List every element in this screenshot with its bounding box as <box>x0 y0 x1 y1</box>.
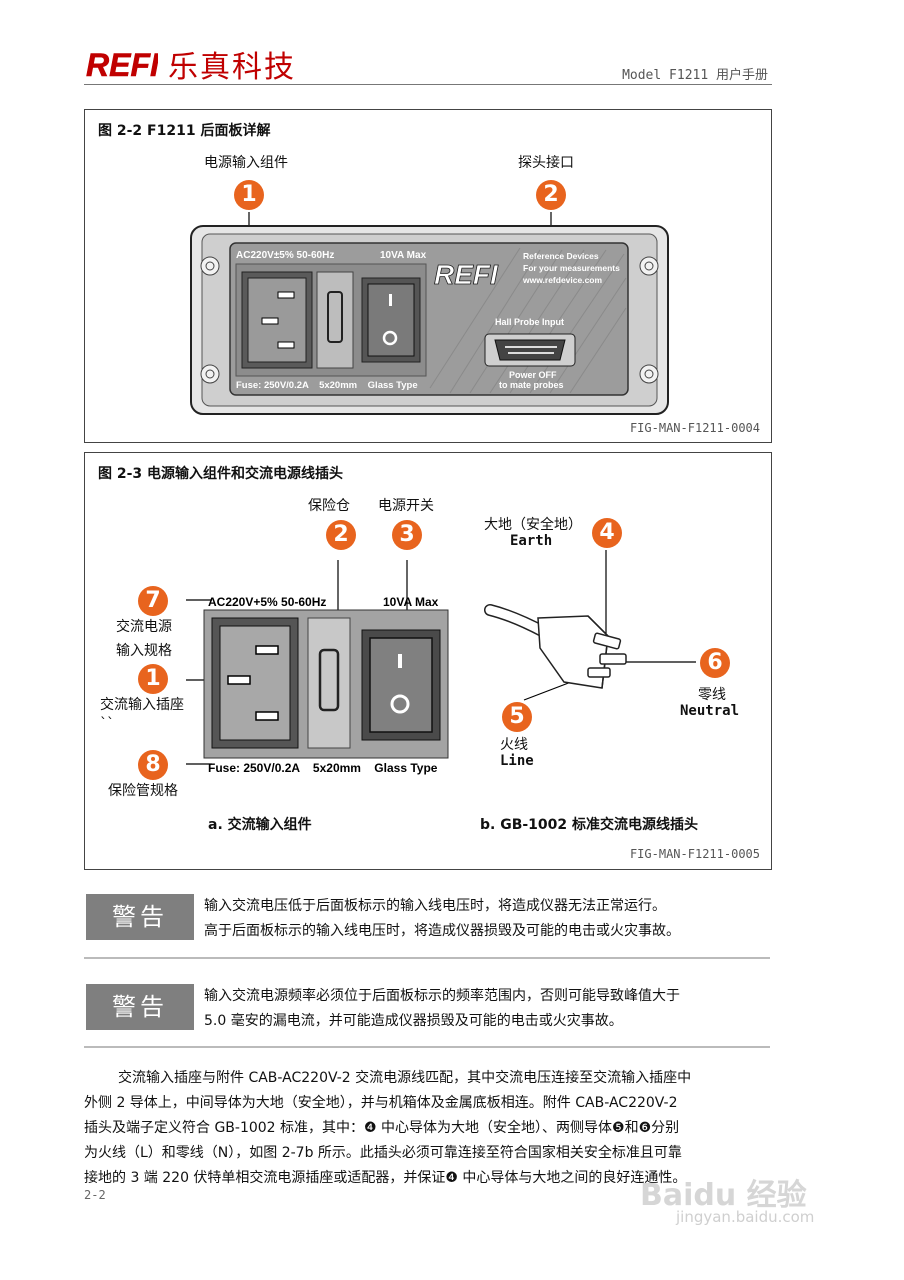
watermark-url: jingyan.baidu.com <box>676 1208 815 1226</box>
label-power-input: 电源输入组件 <box>204 155 288 171</box>
label-ticks: `` <box>100 716 114 732</box>
caption-gb1002-plug: b. GB-1002 标准交流电源线插头 <box>480 817 699 833</box>
label-neutral-en: Neutral <box>680 703 740 719</box>
badge-2: 2 <box>536 180 566 210</box>
paragraph-line: 接地的 3 端 220 伏特单相交流电源插座或适配器，并保证❹ 中心导体与大地之… <box>84 1170 687 1186</box>
label-ac-spec-2: 输入规格 <box>116 643 172 659</box>
badge-1: 1 <box>234 180 264 210</box>
badge-1: 1 <box>138 664 168 694</box>
badge-2: 2 <box>326 520 356 550</box>
paragraph-line: 交流输入插座与附件 CAB-AC220V-2 交流电源线匹配，其中交流电压连接至… <box>118 1070 692 1086</box>
label-ac-socket: 交流输入插座 <box>100 697 184 713</box>
badge-3: 3 <box>392 520 422 550</box>
label-earth-cn: 大地（安全地） <box>484 517 582 533</box>
panel-hall-label: Hall Probe Input <box>495 317 564 327</box>
va-rating-text: 10VA Max <box>383 595 439 609</box>
label-line-en: Line <box>500 753 534 769</box>
label-earth-en: Earth <box>510 533 553 549</box>
label-probe-port: 探头接口 <box>518 155 574 171</box>
panel-ref-line3: www.refdevice.com <box>522 275 602 285</box>
badge-4: 4 <box>592 518 622 548</box>
warning-divider <box>84 1046 770 1048</box>
paragraph-line: 为火线（L）和零线（N），如图 2-7b 所示。此插头必须可靠连接至符合国家相关… <box>84 1145 682 1161</box>
figure-2-2-caption: 图 2-2 F1211 后面板详解 <box>98 123 271 139</box>
page-number: 2-2 <box>84 1188 106 1202</box>
badge-5: 5 <box>502 702 532 732</box>
refi-logo: REFI <box>84 44 161 84</box>
label-fuse-spec: 保险管规格 <box>108 783 178 799</box>
figure-2-2-id: FIG-MAN-F1211-0004 <box>629 421 760 435</box>
label-line-cn: 火线 <box>500 737 528 753</box>
manual-title: Model F1211 用户手册 <box>622 68 768 83</box>
watermark: Baidu 经验 <box>640 1178 807 1213</box>
warning-line: 5.0 毫安的漏电流，并可能造成仪器损毁及可能的电击或火灾事故。 <box>204 1013 623 1029</box>
panel-logo: REFI <box>434 259 499 290</box>
rear-panel-illustration: AC220V±5% 50-60Hz 10VA Max REFI Referenc… <box>190 188 670 418</box>
label-power-switch: 电源开关 <box>378 498 434 514</box>
badge-8: 8 <box>138 750 168 780</box>
caption-ac-assembly: a. 交流输入组件 <box>208 817 312 833</box>
panel-power-off-1: Power OFF <box>509 370 557 380</box>
paragraph-line: 外侧 2 导体上，中间导体为大地（安全地），并与机箱体及金属底板相连。附件 CA… <box>84 1095 678 1111</box>
brand-name: 乐真科技 <box>168 50 296 85</box>
badge-7: 7 <box>138 586 168 616</box>
warning-badge: 警告 <box>86 894 194 940</box>
figure-2-3-id: FIG-MAN-F1211-0005 <box>629 847 760 861</box>
figure-2-3-caption: 图 2-3 电源输入组件和交流电源线插头 <box>98 466 344 482</box>
rating-va-text: 10VA Max <box>380 250 427 261</box>
rating-ac-text: AC220V±5% 50-60Hz <box>236 250 334 261</box>
fuse-spec-text: Fuse: 250V/0.2A 5x20mm Glass Type <box>208 761 438 775</box>
badge-6: 6 <box>700 648 730 678</box>
screw-icon <box>200 256 659 384</box>
warning-line: 高于后面板标示的输入线电压时，将造成仪器损毁及可能的电击或火灾事故。 <box>204 923 680 939</box>
ac-input-assembly-illustration: AC220V+5% 50-60Hz 10VA Max Fuse: 250V/0.… <box>150 552 460 784</box>
plug-illustration <box>484 540 704 710</box>
header-divider <box>84 84 772 85</box>
warning-text: 输入交流电压低于后面板标示的输入线电压时，将造成仪器无法正常运行。 高于后面板标… <box>204 894 770 944</box>
body-paragraph: 交流输入插座与附件 CAB-AC220V-2 交流电源线匹配，其中交流电压连接至… <box>84 1066 772 1191</box>
panel-power-off-2: to mate probes <box>499 380 564 390</box>
warning-divider <box>84 957 770 959</box>
panel-ref-line2: For your measurements <box>523 263 620 273</box>
panel-fuse-text: Fuse: 250V/0.2A 5x20mm Glass Type <box>236 380 418 391</box>
panel-ref-line1: Reference Devices <box>523 251 599 261</box>
label-ac-spec-1: 交流电源 <box>116 619 172 635</box>
warning-badge: 警告 <box>86 984 194 1030</box>
label-neutral-cn: 零线 <box>698 687 726 703</box>
label-fuse-bay: 保险仓 <box>308 498 350 514</box>
refi-logo-text: REFI <box>86 47 158 83</box>
paragraph-line: 插头及端子定义符合 GB-1002 标准，其中：❹ 中心导体为大地（安全地）、两… <box>84 1120 680 1136</box>
warning-line: 输入交流电源频率必须位于后面板标示的频率范围内，否则可能导致峰值大于 <box>204 988 680 1004</box>
warning-text: 输入交流电源频率必须位于后面板标示的频率范围内，否则可能导致峰值大于 5.0 毫… <box>204 984 770 1034</box>
warning-line: 输入交流电压低于后面板标示的输入线电压时，将造成仪器无法正常运行。 <box>204 898 666 914</box>
ac-rating-text: AC220V+5% 50-60Hz <box>208 595 326 609</box>
